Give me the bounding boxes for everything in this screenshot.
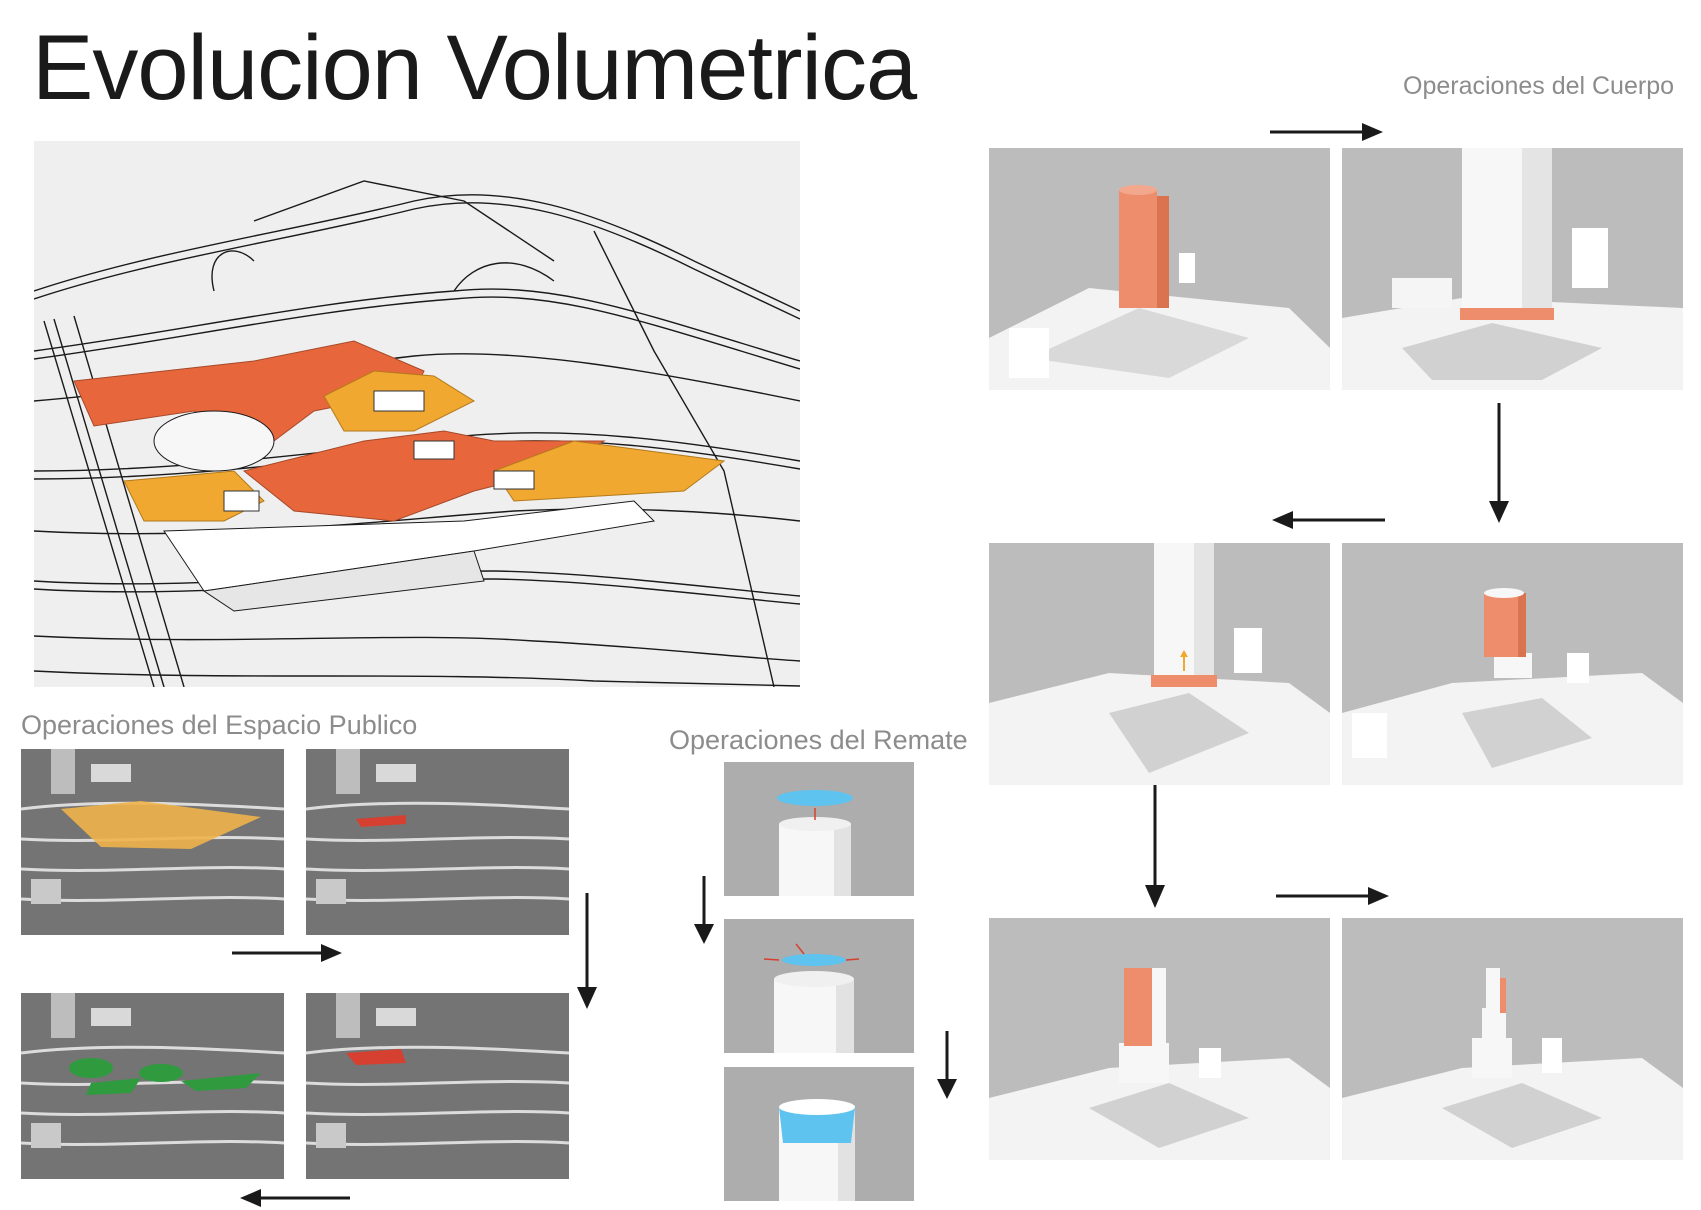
arrow-left-icon	[240, 1189, 350, 1207]
arrow-left-icon	[1272, 511, 1385, 529]
section-label-remate: Operaciones del Remate	[669, 725, 968, 755]
remate-panel-1	[724, 762, 914, 896]
cuerpo-panel-6	[1342, 918, 1683, 1160]
page-title: Evolucion Volumetrica	[32, 17, 917, 119]
section-label-espacio-publico: Operaciones del Espacio Publico	[21, 710, 418, 740]
espacio-panel-4	[306, 993, 569, 1179]
cuerpo-panel-2	[1342, 148, 1683, 390]
cuerpo-panel-5	[989, 918, 1330, 1160]
arrow-down-icon	[694, 876, 714, 944]
section-label-cuerpo: Operaciones del Cuerpo	[1403, 72, 1674, 100]
arrow-down-icon	[1145, 785, 1165, 908]
arrow-down-icon	[937, 1031, 957, 1099]
arrow-right-icon	[232, 944, 342, 962]
site-plan-diagram	[34, 141, 800, 687]
espacio-panel-3	[21, 993, 284, 1179]
arrow-down-icon	[1489, 403, 1509, 523]
arrow-right-icon	[1270, 123, 1383, 141]
cuerpo-panel-4	[1342, 543, 1683, 785]
espacio-panel-2	[306, 749, 569, 935]
remate-panel-2	[724, 919, 914, 1053]
espacio-panel-1	[21, 749, 284, 935]
arrow-right-icon	[1276, 887, 1389, 905]
arrow-down-icon	[577, 893, 597, 1009]
remate-panel-3	[724, 1067, 914, 1201]
cuerpo-panel-1	[989, 148, 1330, 390]
cuerpo-panel-3	[989, 543, 1330, 785]
